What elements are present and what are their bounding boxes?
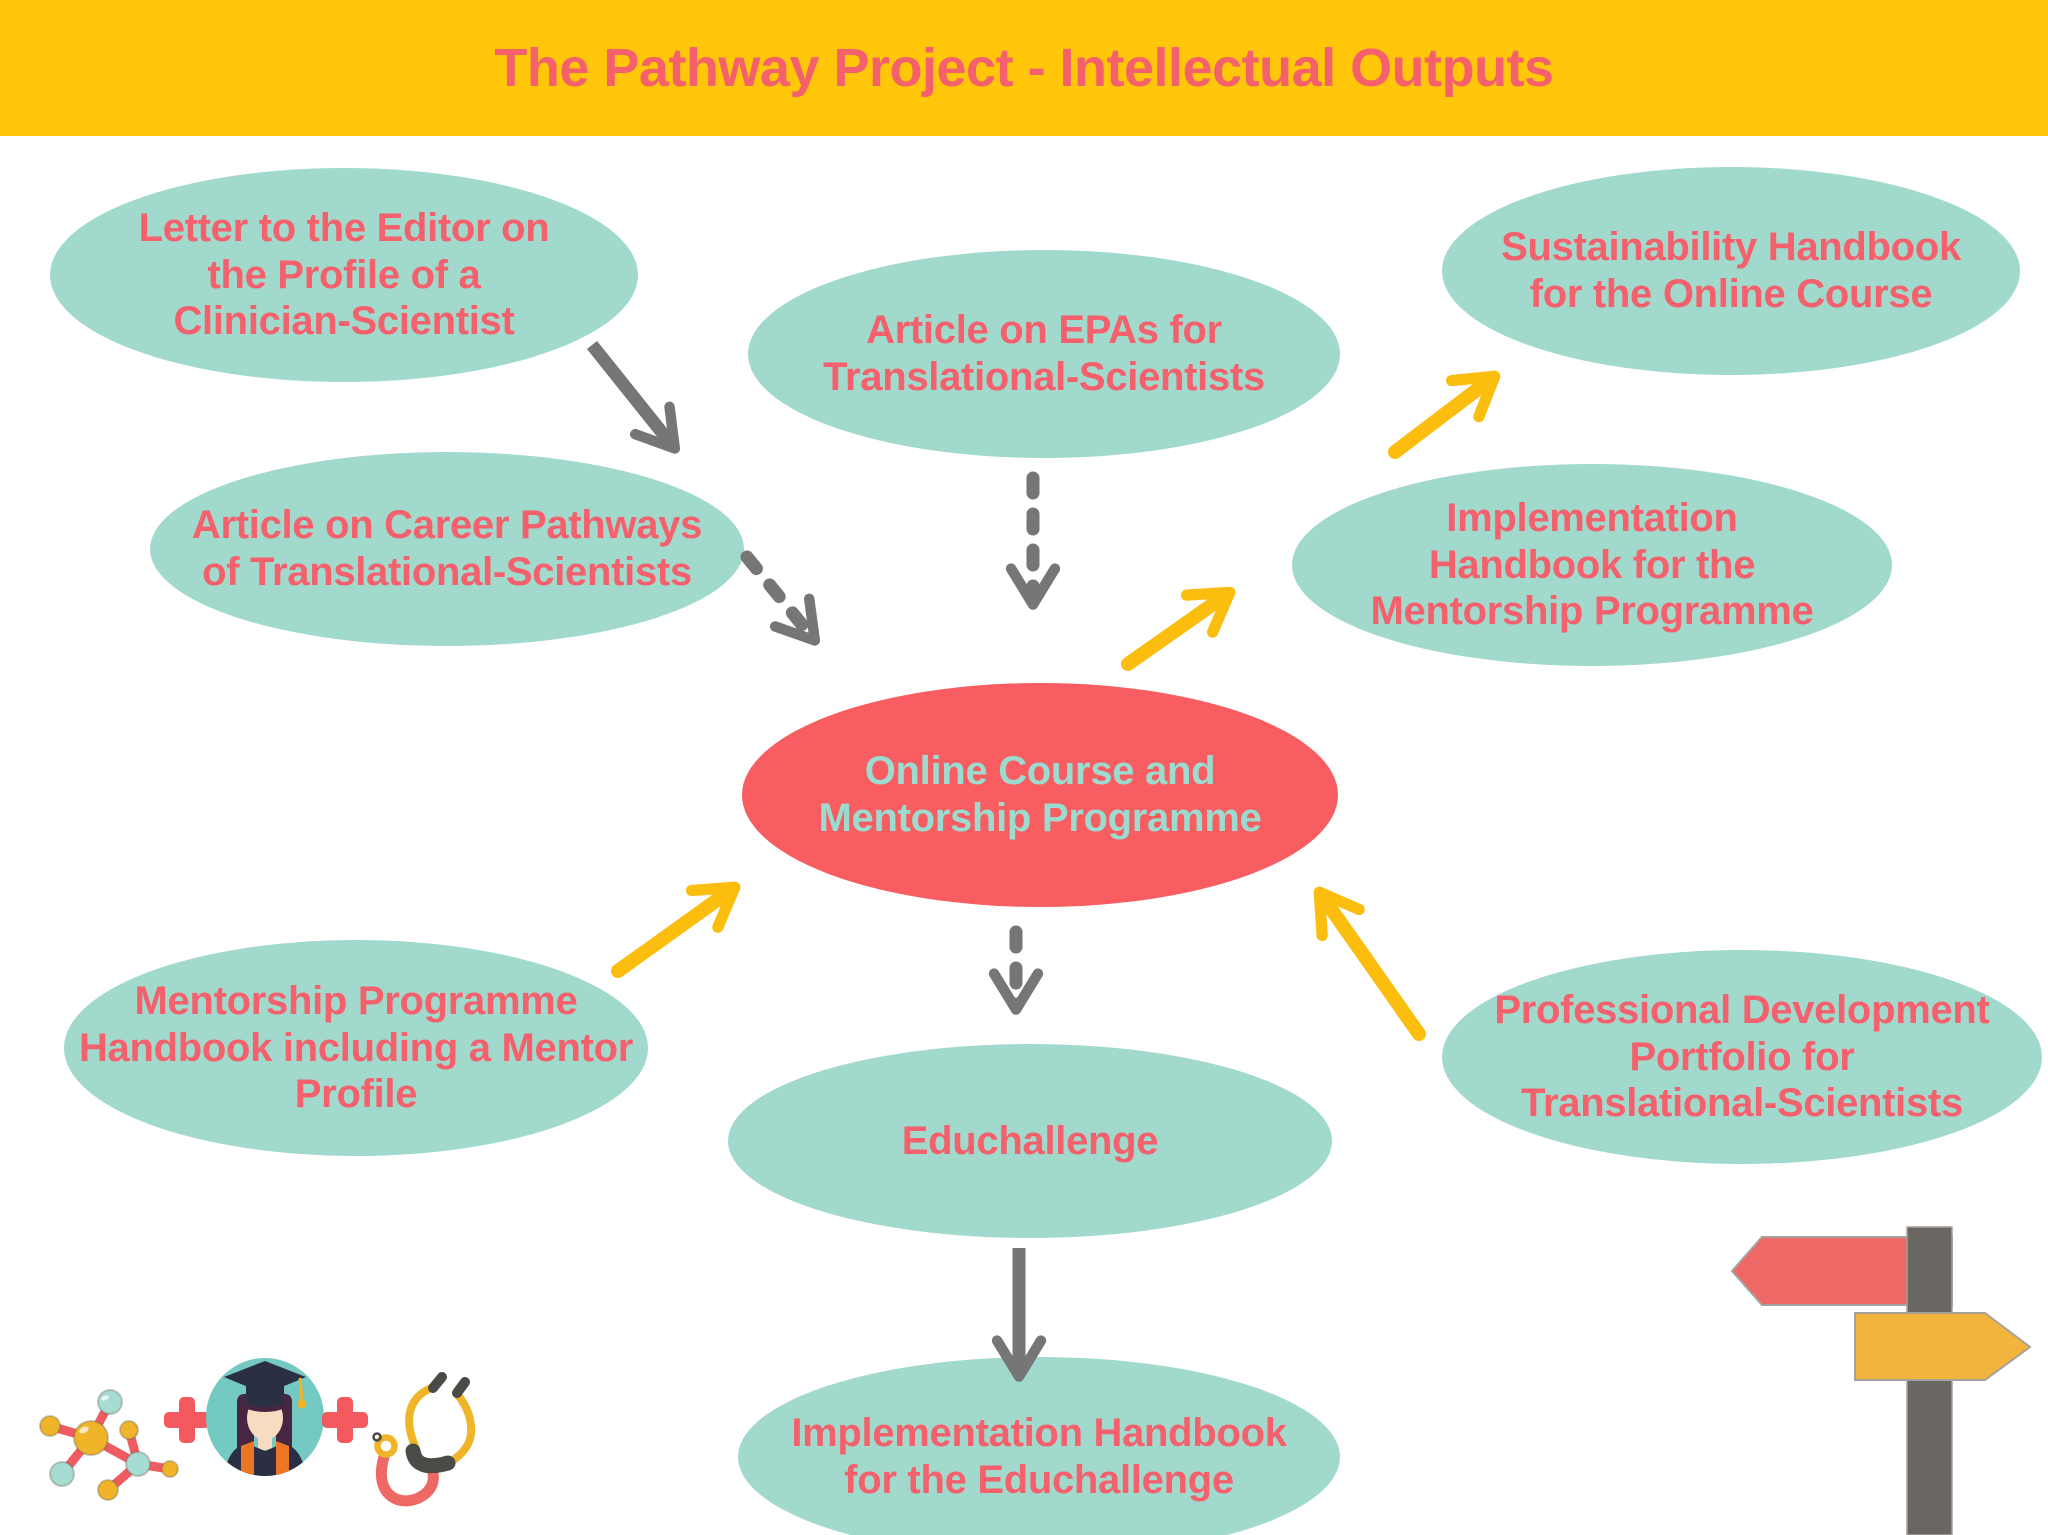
node-letter-editor: Letter to the Editor on the Profile of a…	[50, 168, 638, 382]
edge-portfolio-to-online	[1313, 886, 1426, 1041]
node-article-epas: Article on EPAs for Translational-Scient…	[748, 250, 1340, 458]
node-implementation-educhallenge: Implementation Handbook for the Educhall…	[738, 1357, 1340, 1535]
signpost-icon	[1730, 1226, 2032, 1535]
node-sustainability-handbook-label: Sustainability Handbook for the Online C…	[1501, 225, 1961, 316]
node-professional-portfolio-label: Professional Development Portfolio for T…	[1494, 987, 1990, 1126]
node-sustainability-handbook: Sustainability Handbook for the Online C…	[1442, 167, 2020, 375]
node-mentorship-handbook-label: Mentorship Programme Handbook including …	[78, 978, 634, 1117]
node-professional-portfolio: Professional Development Portfolio for T…	[1442, 950, 2042, 1164]
node-implementation-mentorship: Implementation Handbook for the Mentorsh…	[1292, 464, 1892, 666]
header-bar: The Pathway Project - Intellectual Outpu…	[0, 0, 2048, 136]
edge-online-to-implmentorship	[1121, 586, 1236, 671]
node-career-pathways-label: Article on Career Pathways of Translatio…	[191, 503, 703, 594]
node-educhallenge: Educhallenge	[728, 1044, 1332, 1238]
edge-implmentorship-to-sustainability	[1388, 370, 1501, 459]
edge-letter-to-career	[586, 340, 681, 454]
molecule-icon	[39, 1389, 179, 1501]
graduate-icon	[206, 1358, 324, 1476]
node-online-course-label: Online Course and Mentorship Programme	[818, 749, 1262, 840]
icon-strip	[39, 1358, 476, 1507]
node-implementation-educhallenge-label: Implementation Handbook for the Educhall…	[791, 1411, 1287, 1502]
plus-icon	[164, 1397, 210, 1443]
page-title: The Pathway Project - Intellectual Outpu…	[494, 38, 1554, 98]
edge-career-to-online	[740, 550, 821, 646]
plus-icon	[322, 1397, 368, 1443]
node-online-course: Online Course and Mentorship Programme	[742, 683, 1338, 907]
node-article-epas-label: Article on EPAs for Translational-Scient…	[823, 308, 1265, 399]
node-mentorship-handbook: Mentorship Programme Handbook including …	[64, 940, 648, 1156]
stethoscope-icon	[372, 1372, 476, 1507]
signpost-right-arrow	[1854, 1312, 2032, 1381]
edge-mentorshiphandbook-to-online	[611, 881, 741, 978]
node-implementation-mentorship-label: Implementation Handbook for the Mentorsh…	[1370, 495, 1814, 634]
node-educhallenge-label: Educhallenge	[901, 1118, 1159, 1163]
node-letter-editor-label: Letter to the Editor on the Profile of a…	[138, 205, 550, 344]
node-career-pathways: Article on Career Pathways of Translatio…	[150, 452, 744, 646]
